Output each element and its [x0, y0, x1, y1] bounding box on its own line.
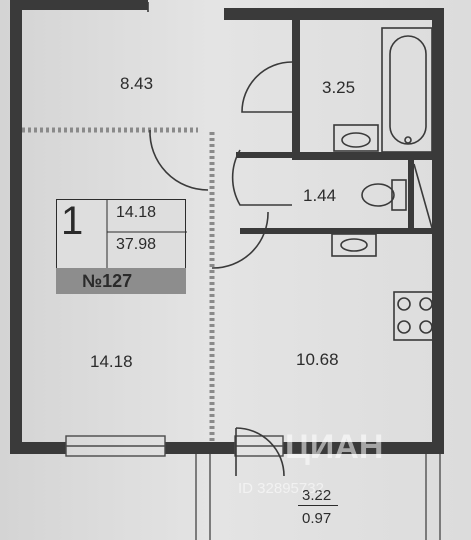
dashed-partitions: [22, 127, 215, 442]
door-swings: [147, 2, 293, 477]
legend-grid: [106, 200, 187, 271]
watermark-brand: ЦИАН: [285, 428, 384, 466]
room-area-living: 14.18: [90, 352, 133, 371]
room-area-kitchen: 10.68: [296, 350, 339, 369]
living-area: 14.18: [116, 204, 157, 221]
walls: [10, 0, 444, 454]
room-area-hall: 8.43: [120, 74, 154, 93]
kitchen-sink-icon: [331, 233, 377, 257]
room-area-bathroom: 3.25: [322, 78, 356, 97]
stove-icon: [393, 291, 437, 341]
sink-icon: [333, 124, 379, 152]
balcony-outline: [195, 454, 441, 540]
balcony-factor: 0.97: [302, 510, 332, 527]
apartment-legend: [56, 199, 187, 271]
windows: [65, 435, 284, 457]
balcony-fraction-line: [298, 505, 338, 506]
toilet-icon: [361, 163, 433, 229]
watermark-id: ID 32895732: [238, 480, 324, 497]
bathtub-icon: [381, 27, 433, 153]
rooms-count: 1: [61, 199, 84, 243]
room-area-toilet: 1.44: [303, 186, 337, 205]
balcony-area: 3.22: [302, 487, 332, 504]
total-area: 37.98: [116, 236, 157, 253]
apartment-number: №127: [56, 268, 186, 294]
